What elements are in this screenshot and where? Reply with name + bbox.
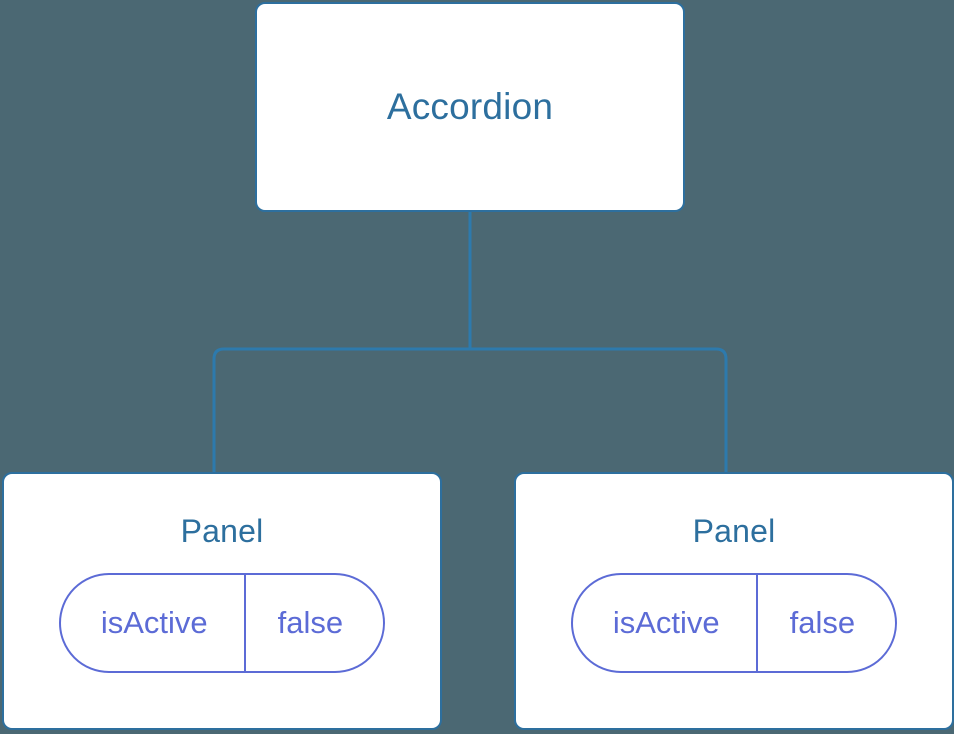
node-accordion-label: Accordion bbox=[386, 85, 554, 127]
edge-to-panel-left bbox=[212, 347, 470, 474]
prop-pill-isactive-left[interactable]: isActive false bbox=[58, 573, 386, 674]
prop-key-isactive-right: isActive bbox=[573, 575, 758, 672]
prop-pill-isactive-right[interactable]: isActive false bbox=[570, 573, 898, 674]
node-panel-left-label: Panel bbox=[180, 513, 264, 549]
prop-value-isactive-right: false bbox=[789, 605, 856, 641]
node-panel-right-label: Panel bbox=[692, 513, 776, 549]
prop-value-isactive-left: false bbox=[277, 605, 344, 641]
node-panel-left[interactable]: Panel isActive false bbox=[2, 472, 442, 730]
node-accordion[interactable]: Accordion bbox=[255, 2, 685, 212]
node-panel-right[interactable]: Panel isActive false bbox=[514, 472, 954, 730]
edge-to-panel-right bbox=[470, 347, 728, 474]
prop-key-isactive-left: isActive bbox=[61, 575, 246, 672]
